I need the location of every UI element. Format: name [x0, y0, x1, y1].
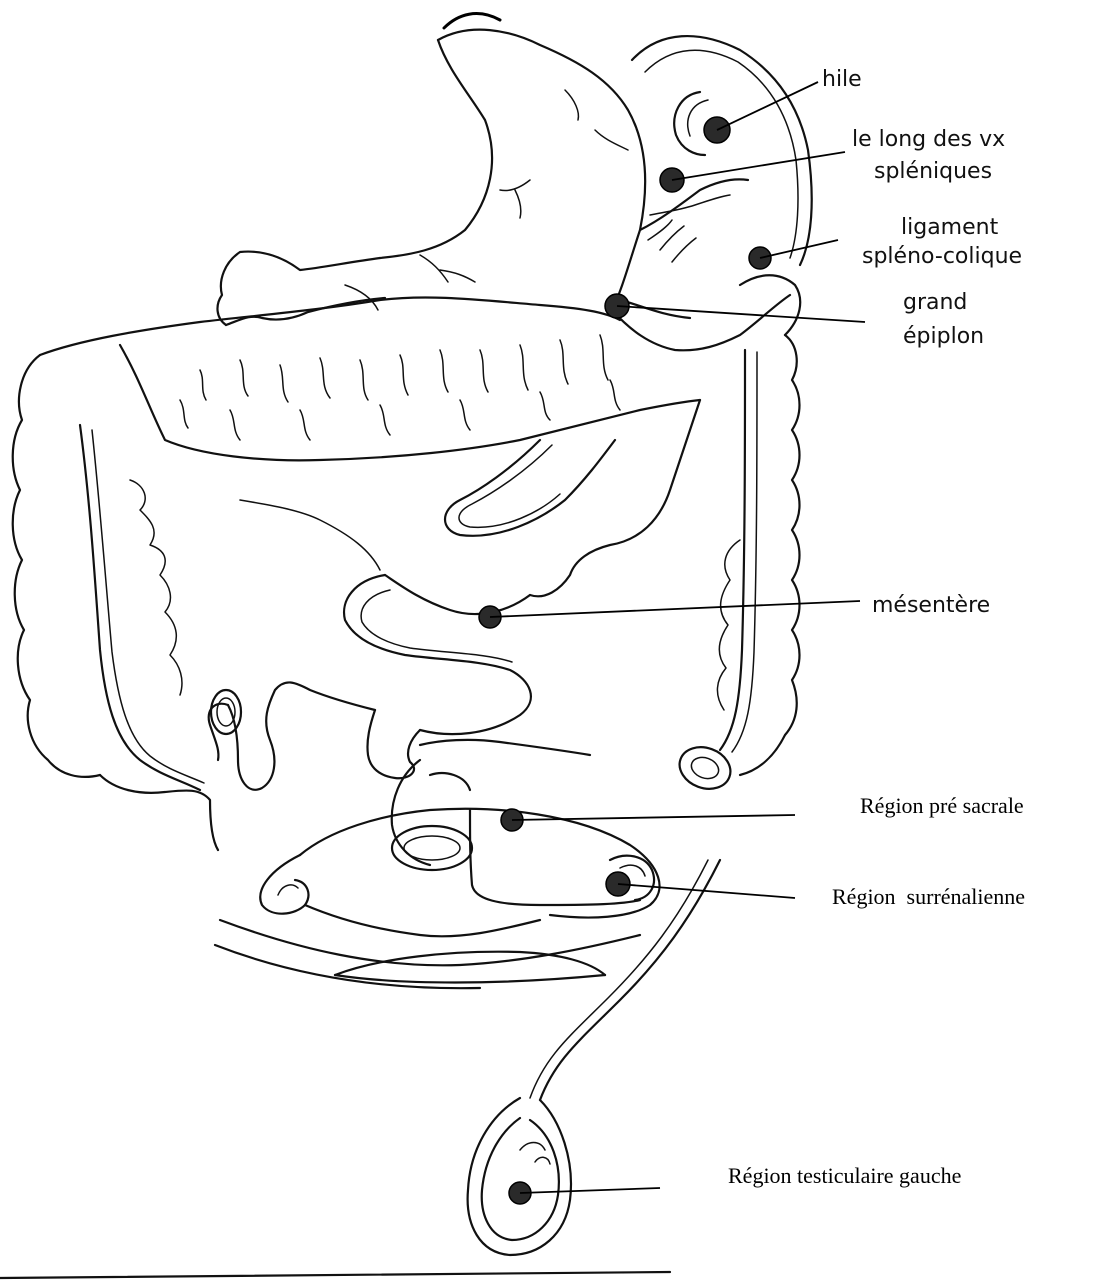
label-surrenalienne: Région surrénalienne	[832, 884, 1025, 909]
label-vx-line1: le long des vx	[852, 127, 1005, 152]
small-rings	[211, 690, 736, 796]
spleen-outline	[632, 36, 812, 265]
lymph-nodes	[479, 117, 771, 1204]
ascending-colon	[13, 355, 218, 850]
label-mesentere: mésentère	[872, 593, 990, 618]
label-vx-line2: spléniques	[874, 159, 992, 184]
lower-structures	[215, 740, 660, 988]
transverse-colon	[40, 297, 700, 460]
mesentery-and-loops	[130, 400, 740, 790]
leader-lines	[490, 82, 865, 1193]
label-ligament-line2: spléno-colique	[862, 244, 1022, 269]
splenic-vessels	[612, 179, 800, 350]
stomach-outline	[217, 14, 645, 325]
label-ligament-line1: ligament	[901, 215, 999, 240]
descending-colon	[720, 335, 800, 775]
labels: hile le long des vx spléniques ligament …	[728, 67, 1025, 1188]
baseline-rule	[0, 1272, 670, 1278]
testis-structure	[468, 860, 720, 1255]
label-hile: hile	[822, 67, 862, 92]
label-epiplon-line2: épiplon	[903, 324, 984, 349]
label-testiculaire: Région testiculaire gauche	[728, 1163, 961, 1188]
label-pre-sacrale: Région pré sacrale	[860, 793, 1024, 818]
label-epiplon-line1: grand	[903, 290, 967, 315]
